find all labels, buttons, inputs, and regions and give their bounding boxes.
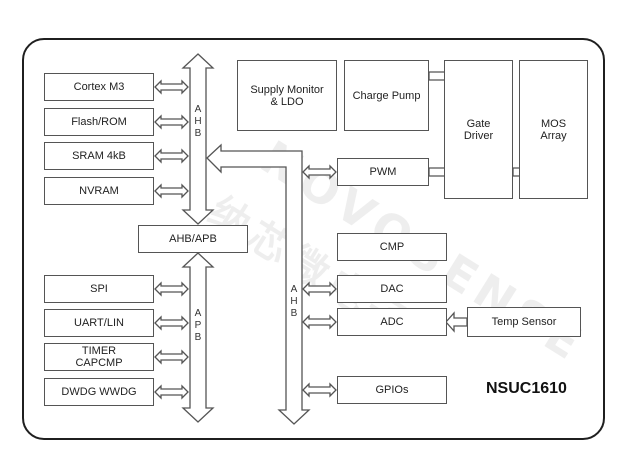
block-label: MOS (540, 117, 567, 130)
block-label: Driver (463, 129, 494, 142)
pwm-bus-arrow (302, 164, 337, 180)
block-label: Cortex M3 (73, 81, 125, 93)
spi-block: SPI (44, 275, 154, 303)
adc-bus-arrow (302, 314, 337, 330)
gate-driver-block: Gate Driver (444, 60, 513, 199)
pwm-block: PWM (337, 158, 429, 186)
bus-letter: A (194, 308, 202, 319)
supply-monitor-ldo-block: Supply Monitor & LDO (237, 60, 337, 131)
block-label: Temp Sensor (491, 316, 557, 328)
cmp-block: CMP (337, 233, 447, 261)
block-label: UART/LIN (74, 317, 124, 329)
temp-adc-arrow (445, 311, 468, 333)
spi-bus-arrow (154, 281, 189, 297)
adc-block: ADC (337, 308, 447, 336)
bus-letter: H (290, 296, 298, 307)
bus-letter: B (290, 308, 298, 319)
block-label: Flash/ROM (71, 116, 127, 128)
sram-bus-arrow (154, 148, 189, 164)
block-label: ADC (380, 316, 404, 328)
mos-array-block: MOS Array (519, 60, 588, 199)
dac-bus-arrow (302, 281, 337, 297)
bus-letter: B (194, 332, 202, 343)
bus-letter: A (194, 104, 202, 115)
gpios-bus-arrow (302, 382, 337, 398)
cortex-m3-block: Cortex M3 (44, 73, 154, 101)
block-label: Supply Monitor (250, 83, 324, 96)
temp-sensor-block: Temp Sensor (467, 307, 581, 337)
block-label: DWDG WWDG (61, 386, 137, 398)
ahb-upper-bus-arrow (181, 53, 215, 225)
charge-pump-block: Charge Pump (344, 60, 429, 131)
uart-bus-arrow (154, 315, 189, 331)
ahb-upper-bus-label: A H B (192, 104, 204, 140)
chip-name: NSUC1610 (486, 380, 567, 397)
block-label: TIMER (81, 345, 117, 357)
bus-letter: P (194, 320, 202, 331)
block-label: Gate (466, 117, 491, 130)
ahb-right-bus-label: A H B (288, 284, 300, 320)
apb-lower-bus-label: A P B (192, 308, 204, 344)
block-label: GPIOs (375, 384, 409, 396)
flash-rom-block: Flash/ROM (44, 108, 154, 136)
block-label: DAC (380, 283, 404, 295)
uart-lin-block: UART/LIN (44, 309, 154, 337)
ahb-right-bus-arrow (206, 143, 311, 425)
bus-letter: H (194, 116, 202, 127)
block-label: & LDO (270, 95, 304, 108)
timer-capcmp-block: TIMER CAPCMP (44, 343, 154, 371)
block-label: Charge Pump (352, 89, 421, 102)
timer-bus-arrow (154, 349, 189, 365)
dwdg-wwdg-block: DWDG WWDG (44, 378, 154, 406)
block-label: NVRAM (79, 185, 119, 197)
diagram-frame (22, 38, 605, 440)
block-label: PWM (369, 166, 397, 178)
ahb-apb-bridge-block: AHB/APB (138, 225, 248, 253)
apb-lower-bus-arrow (181, 252, 215, 423)
nvram-block: NVRAM (44, 177, 154, 205)
block-label: CMP (379, 241, 405, 253)
block-label: SRAM 4kB (72, 150, 126, 162)
bus-letter: A (290, 284, 298, 295)
block-label: AHB/APB (169, 233, 217, 245)
cortex-bus-arrow (154, 79, 189, 95)
sram-block: SRAM 4kB (44, 142, 154, 170)
block-label: SPI (90, 283, 108, 295)
gpios-block: GPIOs (337, 376, 447, 404)
block-label: Array (540, 129, 567, 142)
nvram-bus-arrow (154, 183, 189, 199)
block-label: CAPCMP (75, 357, 123, 369)
bus-letter: B (194, 128, 202, 139)
flash-bus-arrow (154, 114, 189, 130)
dwdg-bus-arrow (154, 384, 189, 400)
dac-block: DAC (337, 275, 447, 303)
